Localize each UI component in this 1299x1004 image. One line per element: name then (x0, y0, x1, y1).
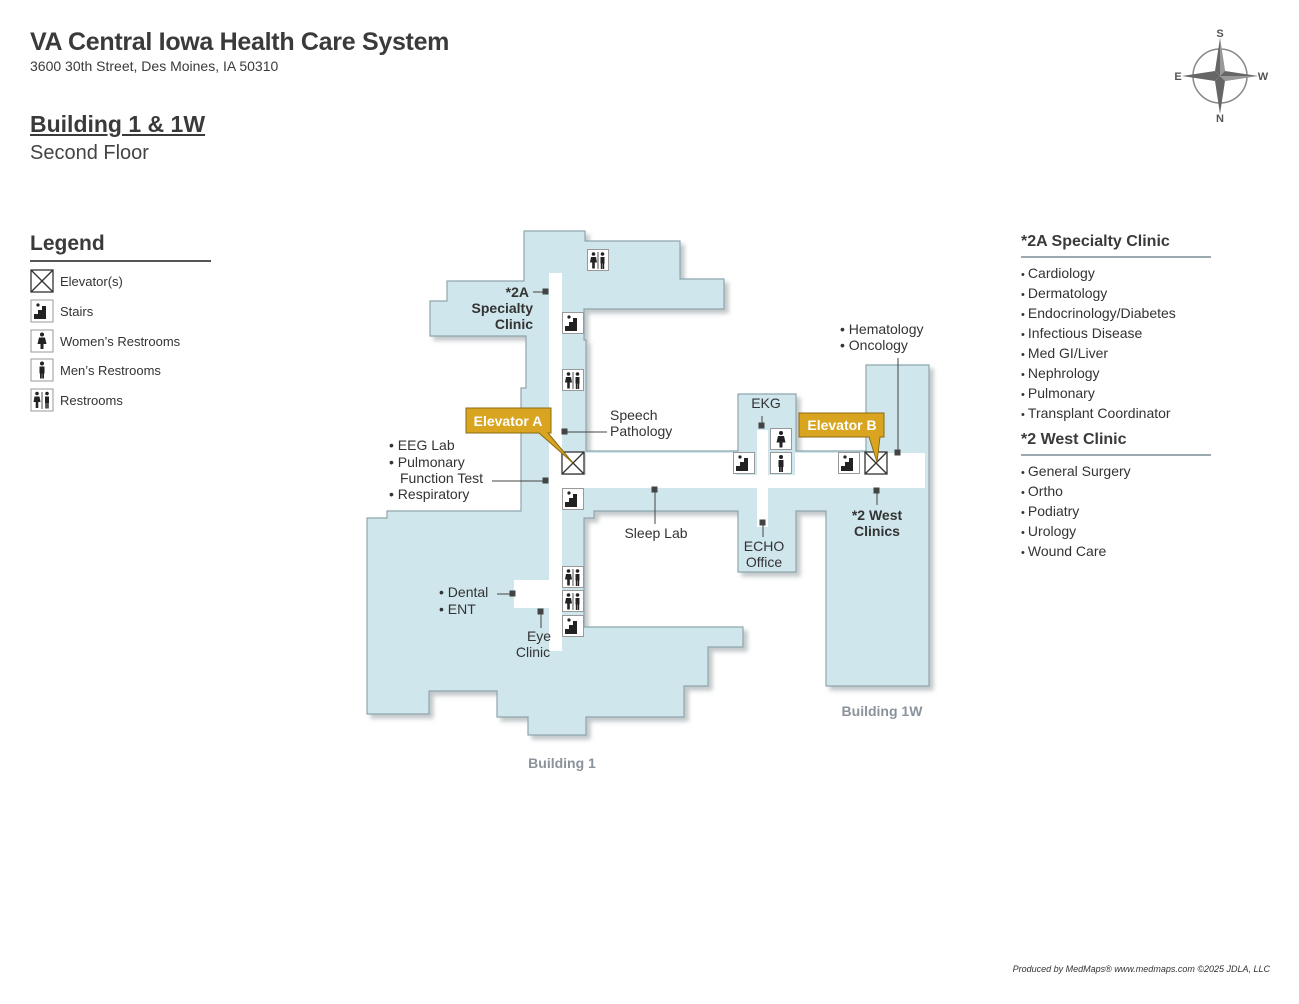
respiratory-label: • Respiratory (389, 486, 469, 502)
legend-item-stairs: Stairs (30, 299, 93, 323)
west-clinic-list: General Surgery Ortho Podiatry Urology W… (1021, 462, 1211, 562)
compass-north-label: N (1216, 113, 1224, 124)
west-clinic-title: *2 West Clinic (1021, 431, 1211, 456)
elevator-a-label: Elevator A (474, 413, 543, 429)
building-1-label: Building 1 (528, 755, 596, 771)
ekg-label: EKG (751, 395, 781, 411)
facility-address: 3600 30th Street, Des Moines, IA 50310 (30, 58, 279, 74)
west-clinics-label: Clinics (854, 523, 900, 539)
pulmonary-label: • Pulmonary (389, 454, 465, 470)
list-item: Urology (1021, 522, 1211, 542)
speech-pathology-label: Speech (610, 407, 657, 423)
legend-label: Restrooms (60, 392, 123, 408)
legend-item-womens-restroom: Women’s Restrooms (30, 329, 180, 353)
legend-item-restrooms: Restrooms (30, 388, 123, 412)
list-item: Cardiology (1021, 264, 1211, 284)
elevator-icon (30, 269, 54, 293)
legend-item-mens-restroom: Men’s Restrooms (30, 358, 161, 382)
mens-restroom-icon (770, 452, 792, 474)
hematology-label: • Hematology (840, 321, 924, 337)
map-labels: *2A Specialty Clinic Speech Pathology • … (389, 284, 924, 771)
oncology-label: • Oncology (840, 337, 908, 353)
list-item: Infectious Disease (1021, 324, 1211, 344)
dental-label: • Dental (439, 584, 488, 600)
legend-item-elevator: Elevator(s) (30, 269, 123, 293)
restrooms-icon (30, 388, 54, 412)
stairs-icon (733, 452, 755, 474)
facility-title: VA Central Iowa Health Care System (30, 28, 450, 56)
legend-label: Elevator(s) (60, 273, 123, 289)
stairs-icon (30, 299, 54, 323)
pulmonary-label: Function Test (400, 470, 483, 486)
list-item: Med GI/Liver (1021, 344, 1211, 364)
list-item: Pulmonary (1021, 384, 1211, 404)
specialty-clinic-label: *2A (506, 284, 529, 300)
footer-credit: Produced by MedMaps® www.medmaps.com ©20… (1012, 964, 1270, 974)
legend-label: Women’s Restrooms (60, 333, 181, 349)
list-item: General Surgery (1021, 462, 1211, 482)
list-item: Ortho (1021, 482, 1211, 502)
building-title: Building 1 & 1W (30, 111, 206, 137)
restrooms-icon (562, 566, 584, 588)
list-item: Wound Care (1021, 542, 1211, 562)
sleep-lab-label: Sleep Lab (624, 525, 687, 541)
legend-label: Stairs (60, 303, 94, 319)
ent-label: • ENT (439, 601, 476, 617)
specialty-clinic-list: Cardiology Dermatology Endocrinology/Dia… (1021, 264, 1211, 424)
leader-lines (492, 288, 901, 628)
specialty-clinic-panel: *2A Specialty Clinic Cardiology Dermatol… (1021, 233, 1211, 424)
stairs-icon (838, 452, 860, 474)
elevator-a-callout: Elevator A (465, 407, 574, 464)
floor-subtitle: Second Floor (30, 142, 149, 164)
compass-west-label: W (1258, 71, 1269, 83)
stairs-icon (562, 312, 584, 334)
list-item: Nephrology (1021, 364, 1211, 384)
stairs-icon (562, 488, 584, 510)
womens-restroom-icon (770, 428, 792, 450)
compass-south-label: S (1216, 28, 1223, 40)
eeg-lab-label: • EEG Lab (389, 437, 455, 453)
restrooms-icon (562, 590, 584, 612)
list-item: Dermatology (1021, 284, 1211, 304)
list-item: Transplant Coordinator (1021, 404, 1211, 424)
west-clinics-label: *2 West (852, 507, 903, 523)
legend: Legend Elevator(s) Stairs Women’s Restro… (30, 232, 211, 412)
elevator-b-callout: Elevator B (798, 412, 885, 463)
restrooms-icon (587, 249, 609, 271)
specialty-clinic-title: *2A Specialty Clinic (1021, 233, 1211, 258)
building-1w-label: Building 1W (842, 703, 924, 719)
eye-clinic-label: Clinic (516, 644, 550, 660)
compass-rose-icon: S N E W (1174, 28, 1269, 124)
corridors (514, 273, 925, 651)
specialty-clinic-label: Specialty (472, 300, 534, 316)
legend-title: Legend (30, 232, 211, 262)
list-item: Endocrinology/Diabetes (1021, 304, 1211, 324)
compass-east-label: E (1174, 71, 1181, 83)
eye-clinic-label: Eye (527, 628, 551, 644)
echo-office-label: ECHO (744, 538, 785, 554)
west-clinic-panel: *2 West Clinic General Surgery Ortho Pod… (1021, 431, 1211, 562)
stairs-icon (562, 615, 584, 637)
echo-office-label: Office (746, 554, 783, 570)
restrooms-icon (562, 369, 584, 391)
list-item: Podiatry (1021, 502, 1211, 522)
speech-pathology-label: Pathology (610, 423, 672, 439)
elevator-b-label: Elevator B (807, 417, 876, 433)
womens-restroom-icon (30, 329, 54, 353)
specialty-clinic-label: Clinic (495, 316, 533, 332)
legend-label: Men’s Restrooms (60, 362, 161, 378)
mens-restroom-icon (30, 358, 54, 382)
